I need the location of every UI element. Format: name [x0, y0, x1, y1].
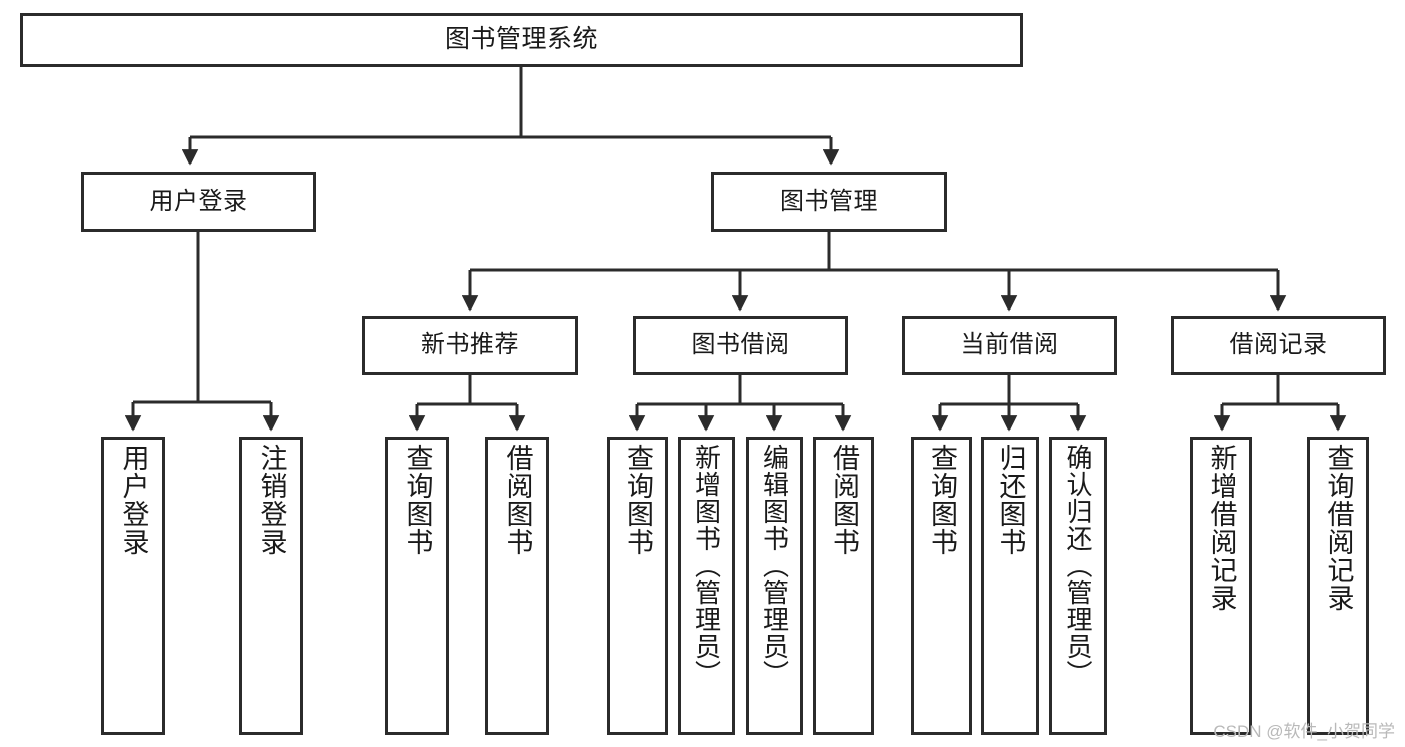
node-root-system-label: 图书管理系统 — [444, 25, 598, 54]
node-book-borrow-label: 图书借阅 — [691, 331, 790, 359]
leaf-record-query-label: 查询借阅记录 — [1323, 444, 1354, 612]
leaf-record-add[interactable]: 新增借阅记录 — [1190, 437, 1252, 735]
leaf-borrow-add-book-label: 新增图书（管理员） — [691, 444, 722, 687]
leaf-record-query[interactable]: 查询借阅记录 — [1307, 437, 1369, 735]
csdn-watermark: CSDN @软件_小贺同学 — [1213, 722, 1395, 741]
node-book-management-label: 图书管理 — [780, 187, 878, 215]
leaf-current-return-book[interactable]: 归还图书 — [981, 437, 1039, 735]
node-book-management[interactable]: 图书管理 — [711, 172, 947, 232]
leaf-current-query-book[interactable]: 查询图书 — [911, 437, 972, 735]
leaf-new-book-query[interactable]: 查询图书 — [385, 437, 449, 735]
node-book-borrow[interactable]: 图书借阅 — [633, 316, 848, 375]
leaf-borrow-borrow-book[interactable]: 借阅图书 — [813, 437, 874, 735]
node-current-borrow[interactable]: 当前借阅 — [902, 316, 1117, 375]
leaf-current-confirm-return-label: 确认归还（管理员） — [1063, 444, 1093, 687]
leaf-user-login-logout[interactable]: 注销登录 — [239, 437, 303, 735]
leaf-borrow-borrow-book-label: 借阅图书 — [829, 444, 859, 556]
node-root-system[interactable]: 图书管理系统 — [20, 13, 1023, 67]
node-new-book-recommend-label: 新书推荐 — [421, 331, 519, 359]
leaf-user-login-login[interactable]: 用户登录 — [101, 437, 165, 735]
leaf-current-confirm-return[interactable]: 确认归还（管理员） — [1049, 437, 1107, 735]
leaf-user-login-login-label: 用户登录 — [118, 444, 149, 556]
leaf-new-book-query-label: 查询图书 — [402, 444, 433, 556]
leaf-borrow-edit-book[interactable]: 编辑图书（管理员） — [746, 437, 803, 735]
node-borrow-record-label: 借阅记录 — [1229, 331, 1328, 359]
node-new-book-recommend[interactable]: 新书推荐 — [362, 316, 578, 375]
node-user-login-label: 用户登录 — [149, 187, 248, 215]
leaf-current-query-book-label: 查询图书 — [927, 444, 957, 556]
node-borrow-record[interactable]: 借阅记录 — [1171, 316, 1386, 375]
leaf-current-return-book-label: 归还图书 — [995, 444, 1026, 556]
leaf-new-book-borrow[interactable]: 借阅图书 — [485, 437, 549, 735]
leaf-borrow-query-book-label: 查询图书 — [623, 444, 653, 556]
node-user-login[interactable]: 用户登录 — [81, 172, 316, 232]
node-current-borrow-label: 当前借阅 — [960, 331, 1059, 359]
leaf-user-login-logout-label: 注销登录 — [256, 444, 287, 556]
leaf-record-add-label: 新增借阅记录 — [1206, 444, 1237, 612]
leaf-borrow-edit-book-label: 编辑图书（管理员） — [759, 444, 790, 687]
leaf-new-book-borrow-label: 借阅图书 — [502, 444, 533, 556]
leaf-borrow-query-book[interactable]: 查询图书 — [607, 437, 668, 735]
leaf-borrow-add-book[interactable]: 新增图书（管理员） — [678, 437, 735, 735]
